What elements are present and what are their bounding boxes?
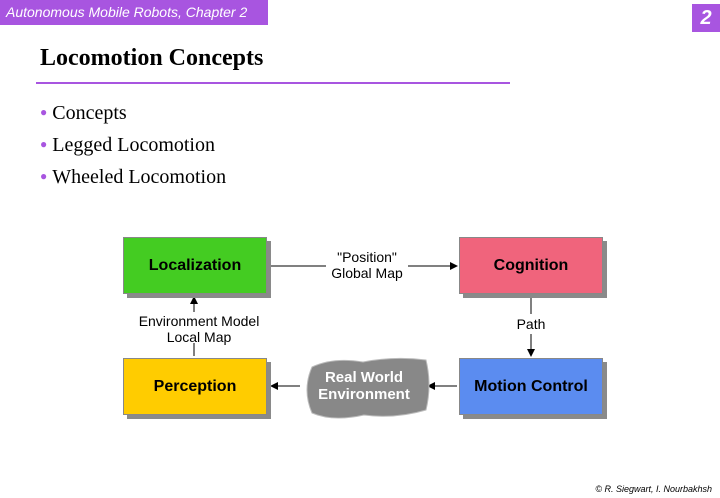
environment-model-label: Environment Model Local Map xyxy=(124,313,274,345)
cloud-line-1: Real World xyxy=(324,369,404,386)
copyright-footer: © R. Siegwart, I. Nourbakhsh xyxy=(595,484,712,494)
environment-model-text: Environment Model xyxy=(138,313,260,329)
position-label: "Position" xyxy=(337,249,397,265)
cognition-box: Cognition xyxy=(459,237,603,294)
motion-control-label: Motion Control xyxy=(474,377,588,395)
perception-label: Perception xyxy=(153,377,237,395)
slide-title: Locomotion Concepts xyxy=(40,45,264,71)
bullet-text: Legged Locomotion xyxy=(52,134,215,156)
real-world-cloud-shape xyxy=(306,357,430,419)
local-map-text: Local Map xyxy=(166,329,232,345)
course-tag: Autonomous Mobile Robots, Chapter 2 xyxy=(0,0,268,25)
cloud-line-2: Environment xyxy=(318,386,410,403)
global-map-label: Global Map xyxy=(331,265,403,281)
path-label: Path xyxy=(516,316,546,332)
page-number: 2 xyxy=(692,4,720,32)
bullet-text: Concepts xyxy=(52,102,127,124)
bullet-item: ● Concepts xyxy=(40,100,226,132)
localization-box: Localization xyxy=(123,237,267,294)
bullet-item: ● Legged Locomotion xyxy=(40,132,226,164)
bullet-item: ● Wheeled Locomotion xyxy=(40,164,226,196)
motion-control-box: Motion Control xyxy=(459,358,603,415)
position-global-map-label: "Position" Global Map xyxy=(326,249,408,281)
title-divider xyxy=(36,82,510,84)
real-world-environment-label: Real World Environment xyxy=(300,369,428,403)
bullet-list: ● Concepts ● Legged Locomotion ● Wheeled Lo… xyxy=(40,100,226,196)
localization-label: Localization xyxy=(148,256,242,274)
bullet-dot-icon: ● xyxy=(40,169,48,183)
bullet-dot-icon: ● xyxy=(40,105,48,119)
perception-box: Perception xyxy=(123,358,267,415)
bullet-text: Wheeled Locomotion xyxy=(52,166,227,188)
bullet-dot-icon: ● xyxy=(40,137,48,151)
cognition-label: Cognition xyxy=(493,256,569,274)
